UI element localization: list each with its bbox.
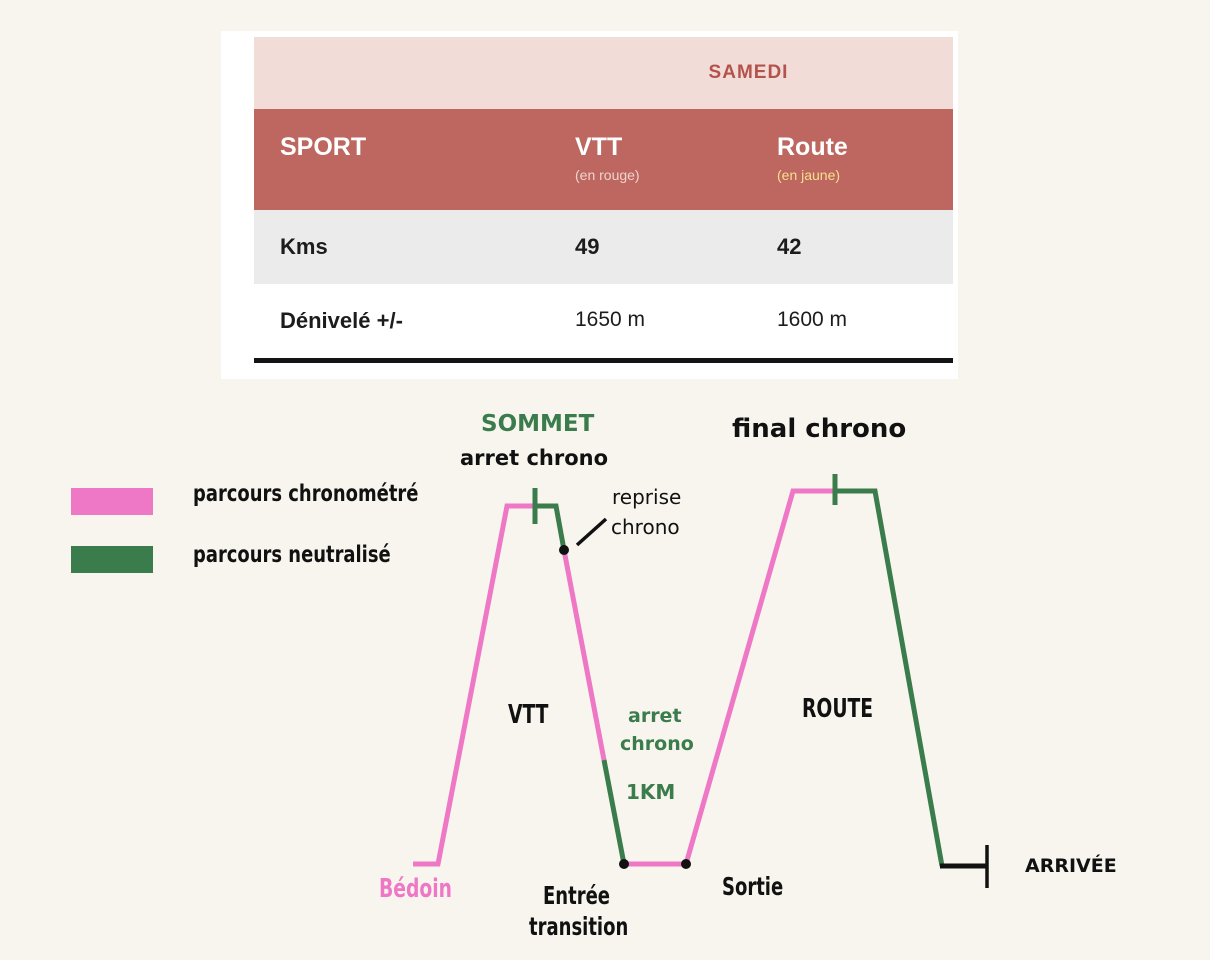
reprise-label: reprise <box>612 485 682 509</box>
summit-neutral-segment <box>533 503 567 551</box>
legend-label-neutral: parcours neutralisé <box>193 542 391 568</box>
descent-neutral-segment <box>601 759 627 865</box>
kms-vtt: 49 <box>575 234 600 259</box>
transition-label: transition <box>529 912 629 941</box>
day-row: SAMEDI <box>254 37 953 109</box>
reprise-chrono-label: chrono <box>611 515 680 539</box>
stats-table: SAMEDI SPORT VTT (en rouge) Route (en ja… <box>254 37 953 363</box>
entree-label: Entrée <box>543 881 611 910</box>
summit-arret-chrono-label: arret chrono <box>460 446 609 470</box>
bedoin-label: Bédoin <box>379 874 452 904</box>
vtt-descent-segment <box>561 549 607 761</box>
route-label: ROUTE <box>802 694 874 724</box>
sortie-point <box>681 859 691 869</box>
table-bottom-rule <box>254 358 953 363</box>
stats-card: SAMEDI SPORT VTT (en rouge) Route (en ja… <box>221 31 958 379</box>
row-label-denivele: Dénivelé +/- <box>280 308 403 333</box>
kms-route: 42 <box>777 234 802 259</box>
table-row-kms: Kms 49 42 <box>254 210 953 284</box>
arret-chrono-label: chrono <box>620 733 694 755</box>
route-climb-segment <box>683 488 834 865</box>
day-label: SAMEDI <box>708 62 789 83</box>
sortie-label: Sortie <box>722 872 784 901</box>
header-route-sub: (en jaune) <box>777 167 841 183</box>
final-chrono-label: final chrono <box>732 414 907 444</box>
vtt-climb-segment <box>413 503 533 867</box>
one-km-label: 1KM <box>626 780 676 804</box>
table-row-denivele: Dénivelé +/- 1650 m 1600 m <box>254 284 953 358</box>
entree-point <box>619 859 629 869</box>
denivele-route: 1600 m <box>777 308 848 331</box>
reprise-point <box>559 545 569 555</box>
header-route: Route <box>777 133 848 161</box>
arrivee-label: ARRIVÉE <box>1025 855 1117 877</box>
header-vtt-sub: (en rouge) <box>575 167 640 183</box>
legend-swatch-timed <box>71 488 153 515</box>
vtt-label: VTT <box>508 700 549 730</box>
route-descent-neutral-segment <box>834 488 945 867</box>
arret-label: arret <box>628 705 682 727</box>
reprise-pointer <box>575 517 608 547</box>
header-vtt: VTT <box>575 133 623 161</box>
denivele-vtt: 1650 m <box>575 308 646 331</box>
row-label-kms: Kms <box>280 234 328 259</box>
header-sport: SPORT <box>280 133 367 161</box>
legend-swatch-neutral <box>71 546 153 573</box>
sommet-label: SOMMET <box>481 411 595 437</box>
legend-label-timed: parcours chronométré <box>193 481 419 507</box>
header-row: SPORT VTT (en rouge) Route (en jaune) <box>254 109 953 210</box>
